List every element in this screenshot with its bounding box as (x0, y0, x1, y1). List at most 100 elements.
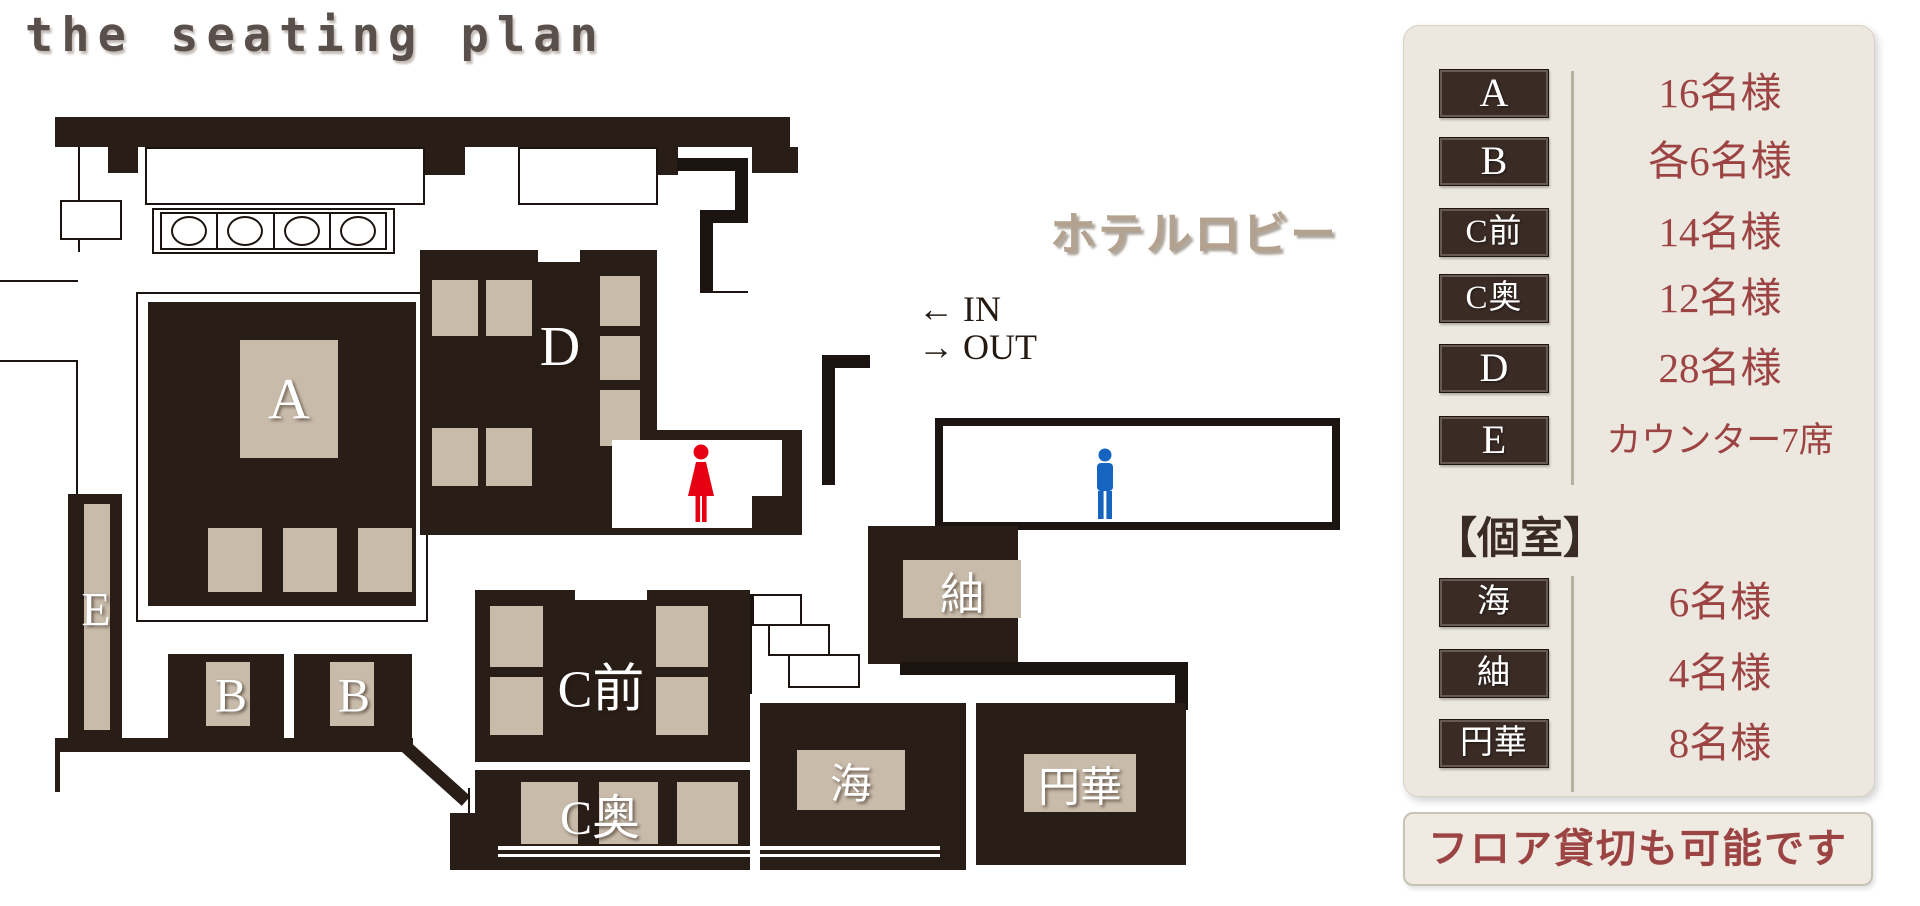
out-label: → OUT (918, 327, 1037, 367)
legend-row: 海 6名様 (1404, 578, 1874, 627)
burner-icon (171, 216, 208, 246)
burner-icon (227, 216, 264, 246)
counter-top-right (518, 147, 658, 205)
stairs-step (788, 654, 860, 688)
wall-thin (468, 788, 470, 816)
legend-divider (1571, 576, 1574, 792)
wall-bottom-left (55, 738, 413, 752)
room-d-table (600, 390, 640, 446)
room-a-seat (358, 528, 412, 592)
hotel-lobby-label: ホテルロビー (1050, 208, 1338, 260)
burner-icon (283, 216, 320, 246)
room-cmae-label: C前 (557, 661, 645, 719)
room-e-counter (84, 504, 110, 730)
legend-divider (1571, 71, 1574, 485)
wall-block (423, 147, 465, 175)
room-umi-label: 海 (829, 762, 873, 809)
entrance-wall (735, 158, 748, 223)
burner-icon (339, 216, 376, 246)
wall-block (752, 496, 802, 528)
room-enka-table (1024, 754, 1136, 812)
wall-stub (55, 738, 60, 792)
wall-thick (1175, 662, 1188, 710)
legend-panel: A 16名様 B 各6名様 C前 14名様 C奥 12名様 D 28名様 E カ… (1403, 25, 1875, 797)
entrance-wall-thin (702, 291, 748, 293)
corridor-wall (822, 355, 835, 485)
room-d-label: D (539, 316, 581, 378)
wall-thick (900, 662, 1188, 675)
room-cmae-table (490, 606, 543, 667)
entrance-wall (677, 158, 747, 171)
legend-row: 円華 8名様 (1404, 719, 1874, 768)
legend-badge-b: B (1439, 137, 1549, 186)
legend-badge-cmae: C前 (1439, 208, 1549, 257)
room-d-table (600, 336, 640, 380)
wall-block (752, 147, 798, 173)
legend-capacity: 14名様 (1658, 209, 1782, 255)
women-icon (688, 444, 714, 522)
room-d-table (600, 276, 640, 326)
kitchen-hood (145, 147, 425, 205)
legend-badge-d: D (1439, 344, 1549, 393)
legend-capacity: 16名様 (1658, 70, 1782, 116)
room-d-door (538, 250, 580, 262)
room-b1-table (206, 662, 250, 726)
wall-thin-left (0, 280, 78, 282)
room-coku-table (599, 782, 658, 844)
sliding-door-line (498, 846, 940, 850)
wall-thin-left (76, 360, 78, 605)
room-coku-table (677, 782, 738, 844)
legend-row: C奥 12名様 (1404, 274, 1874, 323)
wall-alcove-left (60, 200, 122, 240)
footer-note: フロア貸切も可能です (1403, 812, 1873, 886)
room-tsumugi-table (903, 560, 1021, 618)
room-coku-table (521, 782, 578, 844)
legend-row: A 16名様 (1404, 69, 1874, 118)
room-b1-label: B (214, 669, 248, 723)
burner-cell (331, 214, 385, 248)
page-title: the seating plan (25, 8, 606, 63)
men-icon (1097, 448, 1113, 519)
legend-row: E カウンター7席 (1404, 416, 1874, 465)
burner-cell (275, 214, 331, 248)
stairs-step (752, 594, 802, 626)
men-restroom (935, 418, 1340, 530)
wall-thin-left (0, 360, 76, 362)
room-b2-label: B (337, 669, 371, 723)
room-cmae-table (490, 677, 543, 735)
legend-capacity: 4名様 (1668, 650, 1772, 696)
wall-diagonal (399, 740, 471, 806)
wall-block (108, 147, 138, 173)
legend-badge-e: E (1439, 416, 1549, 465)
room-e-label: E (81, 583, 111, 637)
legend-capacity: 28名様 (1658, 345, 1782, 391)
legend-capacity: 6名様 (1668, 579, 1772, 625)
room-d-table (486, 280, 532, 336)
legend-badge-enka: 円華 (1439, 719, 1549, 768)
room-cmae-door (575, 590, 647, 600)
room-c-separator (475, 762, 750, 770)
floor-plan: A E B B D (0, 117, 1340, 870)
wall-thin-left (78, 147, 80, 252)
legend-badge-coku: C奥 (1439, 274, 1549, 323)
room-a-label: A (268, 366, 310, 432)
legend-capacity: 8名様 (1668, 720, 1772, 766)
stairs-wall (750, 594, 752, 694)
footer-note-text: フロア貸切も可能です (1428, 827, 1848, 871)
room-d-table (432, 428, 478, 486)
room-tsumugi-label: 紬 (940, 570, 984, 619)
sliding-door-line (498, 854, 940, 857)
legend-row: B 各6名様 (1404, 137, 1874, 186)
room-a-seat (283, 528, 337, 592)
legend-row: D 28名様 (1404, 344, 1874, 393)
legend-badge-umi: 海 (1439, 578, 1549, 627)
room-umi-table (797, 750, 905, 810)
wall-top-band (55, 117, 790, 147)
room-cmae-table (656, 677, 708, 735)
legend-row: C前 14名様 (1404, 208, 1874, 257)
burner-strip (160, 212, 387, 250)
room-enka-label: 円華 (1037, 765, 1123, 812)
in-label: ← IN (918, 289, 1001, 329)
legend-capacity: 12名様 (1658, 275, 1782, 321)
